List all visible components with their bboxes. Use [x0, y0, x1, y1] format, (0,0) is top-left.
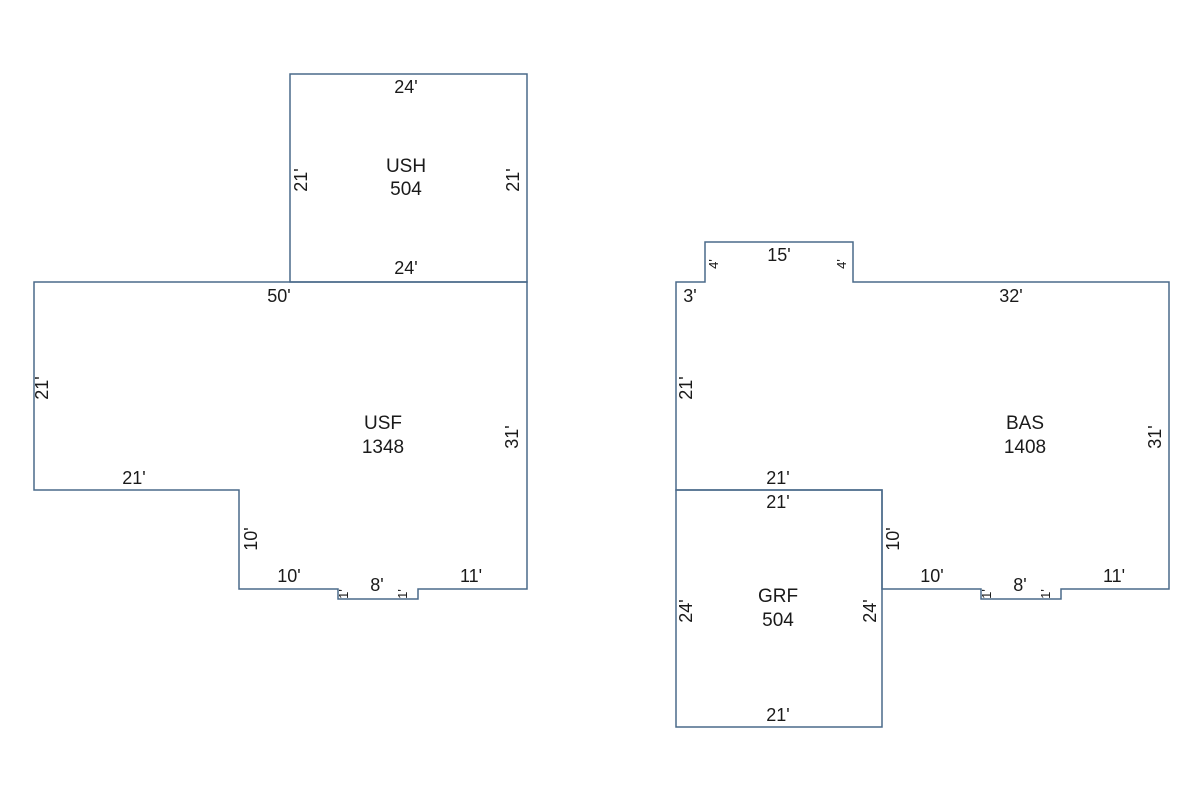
bas-area: 1408: [1004, 437, 1046, 458]
bas-dim-notch-left: 1': [979, 589, 994, 599]
grf-dim-bottom: 21': [766, 705, 789, 725]
bas-dim-bottom-left: 10': [920, 566, 943, 586]
bas-dim-bump-left: 4': [706, 259, 721, 269]
bas-outline: [675, 241, 1170, 600]
grf-dim-left: 24': [676, 599, 696, 622]
usf-dim-bottom-right: 11': [460, 566, 482, 586]
bas-dim-right: 31': [1145, 425, 1165, 448]
usf-area: 1348: [362, 437, 404, 458]
ush-outline: [289, 73, 528, 283]
usf-dim-right: 31': [502, 425, 522, 448]
bas-code: BAS: [1006, 413, 1044, 434]
bas-dim-bottom-right: 11': [1103, 566, 1125, 586]
bas-dim-notch: 8': [1013, 575, 1026, 595]
grf-code: GRF: [758, 586, 798, 607]
bas-dim-bump-right: 4': [834, 259, 849, 269]
upper-floor-sketch: 24' 21' 21' 24' USH 504 50' 21' 31' 21' …: [32, 73, 528, 600]
bas-dim-left: 21': [676, 376, 696, 399]
ush-dim-top: 24': [394, 77, 417, 97]
main-floor-sketch: 4' 15' 4' 3' 32' 21' 31' 21' 10' 10' 1' …: [675, 241, 1170, 728]
ush-area: 504: [390, 179, 422, 200]
ush-code: USH: [386, 156, 426, 177]
usf-dim-step: 10': [241, 527, 261, 550]
bas-dim-top: 32': [999, 286, 1022, 306]
bas-dim-left-short: 3': [683, 286, 696, 306]
usf-outline: [33, 281, 528, 600]
grf-outline: [675, 489, 883, 728]
bas-dim-notch-right: 1': [1038, 589, 1053, 599]
usf-dim-top: 50': [267, 286, 290, 306]
usf-dim-notch: 8': [370, 575, 383, 595]
grf-dim-right: 24': [860, 599, 880, 622]
ush-dim-right: 21': [503, 168, 523, 191]
grf-area: 504: [762, 610, 794, 631]
usf-code: USF: [364, 413, 402, 434]
ush-dim-bottom: 24': [394, 258, 417, 278]
usf-dim-notch-left: 1': [336, 589, 351, 599]
ush-dim-left: 21': [291, 168, 311, 191]
usf-dim-ledge: 21': [122, 468, 145, 488]
bas-dim-step: 10': [883, 527, 903, 550]
usf-dim-notch-right: 1': [395, 589, 410, 599]
usf-dim-left: 21': [32, 376, 52, 399]
grf-dim-top: 21': [766, 492, 789, 512]
bas-dim-shared: 21': [766, 468, 789, 488]
usf-dim-bottom-left: 10': [277, 566, 300, 586]
bas-dim-bump-top: 15': [767, 245, 790, 265]
